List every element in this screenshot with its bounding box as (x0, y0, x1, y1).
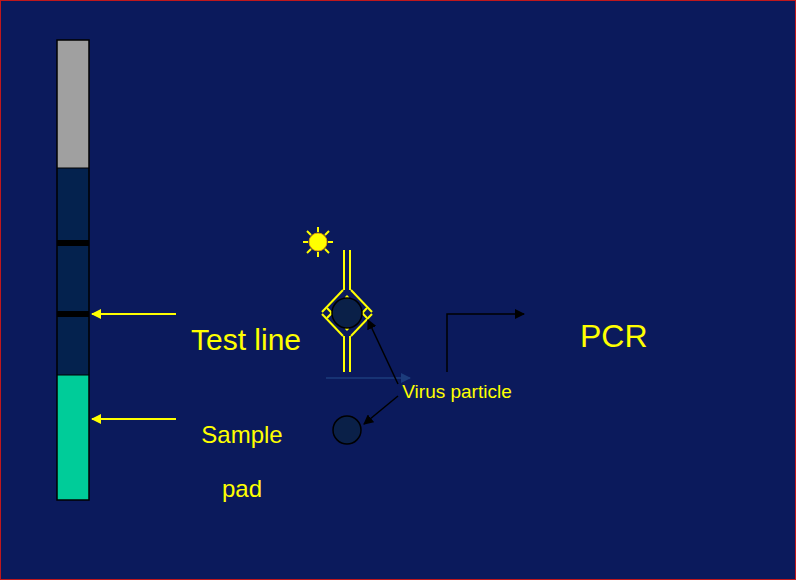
particle-label: Virus particle (392, 378, 522, 406)
signal-symbol (303, 227, 333, 257)
leader-arrow (364, 396, 398, 424)
strip-label: Sample pad (180, 408, 304, 516)
strip-label: Test line (190, 316, 302, 364)
test-strip (57, 40, 89, 500)
flow-arrow (326, 377, 410, 379)
pointer-arrow (92, 418, 176, 420)
leader-arrow (368, 320, 398, 384)
virus-particle (333, 416, 361, 444)
elbow-arrow (447, 314, 524, 372)
virus-particle (332, 298, 362, 328)
label-text: Test line (190, 316, 302, 364)
label-text: Sample pad (180, 408, 304, 516)
method-label: PCR (580, 316, 670, 356)
label-text: PCR (580, 316, 670, 356)
pointer-arrow (92, 313, 176, 315)
label-text: Virus particle (392, 378, 522, 406)
